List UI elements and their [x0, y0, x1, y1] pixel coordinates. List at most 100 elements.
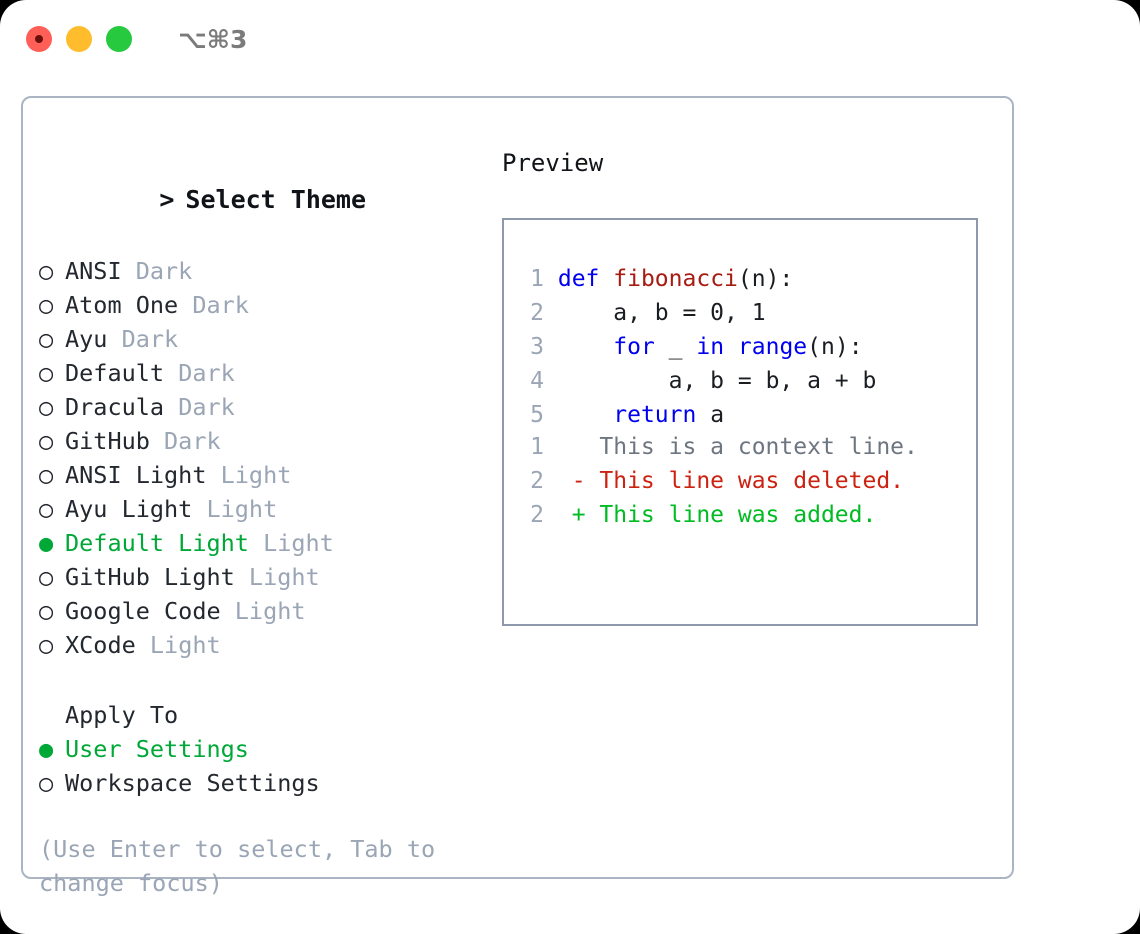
radio-unselected-icon[interactable]: ○ — [39, 427, 54, 455]
theme-item-mode-badge: Dark — [121, 257, 193, 285]
code-gutter-space — [544, 266, 558, 292]
code-line: 1 def fibonacci(n): — [518, 262, 876, 296]
theme-list-item[interactable]: ○ ANSI Light Light — [39, 458, 509, 492]
radio-unselected-icon[interactable]: ○ — [39, 769, 54, 797]
radio-unselected-icon[interactable]: ○ — [39, 631, 54, 659]
maximize-button[interactable] — [106, 26, 132, 52]
radio-unselected-icon[interactable]: ○ — [39, 291, 54, 319]
section-spacer — [39, 662, 509, 698]
keyboard-shortcut-label: ⌥⌘3 — [178, 24, 248, 54]
code-token: for — [613, 334, 655, 360]
theme-item-mode-badge: Dark — [164, 359, 235, 387]
theme-item-label: Atom One — [65, 291, 179, 319]
code-line-number: 2 — [530, 300, 544, 326]
theme-item-mode-badge: Dark — [164, 393, 235, 421]
theme-item-mode-badge: Dark — [149, 427, 221, 455]
select-theme-heading-label: Select Theme — [185, 185, 367, 214]
code-token: (n): — [807, 334, 863, 360]
code-token: _ — [654, 334, 697, 360]
theme-item-label: Ayu Light — [65, 495, 193, 523]
code-line-number: 5 — [530, 402, 544, 428]
diff-sample: 1 This is a context line.2 - This line w… — [518, 430, 918, 532]
diff-line-text: This line was deleted. — [599, 468, 905, 494]
code-token: a — [696, 402, 725, 428]
theme-item-label: ANSI — [65, 257, 122, 285]
radio-selected-icon[interactable]: ● — [39, 529, 54, 557]
code-token — [724, 334, 738, 360]
theme-item-label: GitHub — [65, 427, 150, 455]
theme-item-mode-badge: Light — [234, 563, 320, 591]
theme-item-mode-badge: Light — [135, 631, 221, 659]
code-token — [558, 334, 613, 360]
theme-list-item[interactable]: ○ XCode Light — [39, 628, 509, 662]
code-line-number: 1 — [530, 266, 544, 292]
theme-list-item[interactable]: ○ GitHub Dark — [39, 424, 509, 458]
code-token — [558, 402, 613, 428]
diff-marker: + — [544, 502, 600, 528]
theme-list-item[interactable]: ○Dracula Dark — [39, 390, 509, 424]
theme-item-mode-badge: Light — [192, 495, 278, 523]
theme-item-label: GitHub Light — [65, 563, 235, 591]
preview-column: Preview 1 def fibonacci(n):2 a, b = 0, 1… — [502, 146, 992, 626]
code-line: 2 a, b = 0, 1 — [518, 296, 876, 330]
code-line: 3 for _ in range(n): — [518, 330, 876, 364]
apply-to-item-label: Workspace Settings — [65, 769, 320, 797]
code-token: (n): — [737, 266, 794, 292]
window-controls — [26, 26, 132, 52]
code-token: in — [696, 334, 725, 360]
radio-unselected-icon[interactable]: ○ — [39, 393, 54, 421]
code-token — [599, 266, 613, 292]
theme-item-mode-badge: Dark — [178, 291, 249, 319]
minimize-button[interactable] — [66, 26, 92, 52]
theme-list-item[interactable]: ○Default Dark — [39, 356, 509, 390]
close-button[interactable] — [26, 26, 52, 52]
theme-item-label: ANSI Light — [65, 461, 207, 489]
radio-unselected-icon[interactable]: ○ — [39, 495, 54, 523]
theme-item-mode-badge: Light — [248, 529, 334, 557]
radio-unselected-icon[interactable]: ○ — [39, 359, 54, 387]
keyboard-hint-text: (Use Enter to select, Tab to change focu… — [39, 835, 436, 897]
code-token: def — [557, 266, 600, 292]
code-token: a, b = 0, 1 — [557, 300, 766, 326]
theme-list-item[interactable]: ○ Atom One Dark — [39, 288, 509, 322]
apply-to-item[interactable]: ● User Settings — [39, 732, 509, 766]
apply-to-item[interactable]: ○ Workspace Settings — [39, 766, 509, 800]
diff-line: 2 + This line was added. — [518, 498, 918, 532]
diff-line-number: 1 — [530, 434, 544, 460]
diff-line: 1 This is a context line. — [518, 430, 918, 464]
theme-list-item[interactable]: ○ Ayu Light Light — [39, 492, 509, 526]
theme-item-mode-badge: Light — [206, 461, 292, 489]
apply-to-item-label: User Settings — [65, 735, 249, 763]
heading-marker-icon: > — [159, 185, 175, 214]
code-token: fibonacci — [613, 266, 738, 292]
radio-selected-icon[interactable]: ● — [39, 735, 54, 763]
theme-list-item[interactable]: ○ ANSI Dark — [39, 254, 509, 288]
code-gutter-space — [544, 334, 558, 360]
radio-unselected-icon[interactable]: ○ — [39, 563, 54, 591]
theme-list-item[interactable]: ○Ayu Dark — [39, 322, 509, 356]
apply-to-list: ● User Settings ○ Workspace Settings — [39, 732, 509, 800]
diff-marker — [544, 434, 599, 460]
theme-selector-column: >Select Theme ○ANSI Dark○Atom One Dark○A… — [39, 146, 509, 900]
theme-list-item[interactable]: ●Default Light Light — [39, 526, 509, 560]
title-bar: ⌥⌘3 — [0, 0, 1140, 78]
theme-list: ○ANSI Dark○Atom One Dark○Ayu Dark○Defaul… — [39, 254, 509, 662]
radio-unselected-icon[interactable]: ○ — [39, 325, 54, 353]
select-theme-heading: > Select Theme — [39, 146, 509, 254]
theme-list-item[interactable]: ○ GitHub Light Light — [39, 560, 509, 594]
theme-item-mode-badge: Dark — [107, 325, 179, 353]
theme-item-label: XCode — [65, 631, 136, 659]
code-line-number: 3 — [530, 334, 544, 360]
code-gutter-space — [544, 402, 558, 428]
radio-unselected-icon[interactable]: ○ — [39, 597, 54, 625]
apply-to-heading: Apply To — [65, 701, 179, 729]
radio-unselected-icon[interactable]: ○ — [39, 257, 54, 285]
diff-line: 2 - This line was deleted. — [518, 464, 918, 498]
diff-line-number: 2 — [530, 468, 544, 494]
theme-list-item[interactable]: ○Google Code Light — [39, 594, 509, 628]
preview-title: Preview — [502, 149, 604, 177]
radio-unselected-icon[interactable]: ○ — [39, 461, 54, 489]
